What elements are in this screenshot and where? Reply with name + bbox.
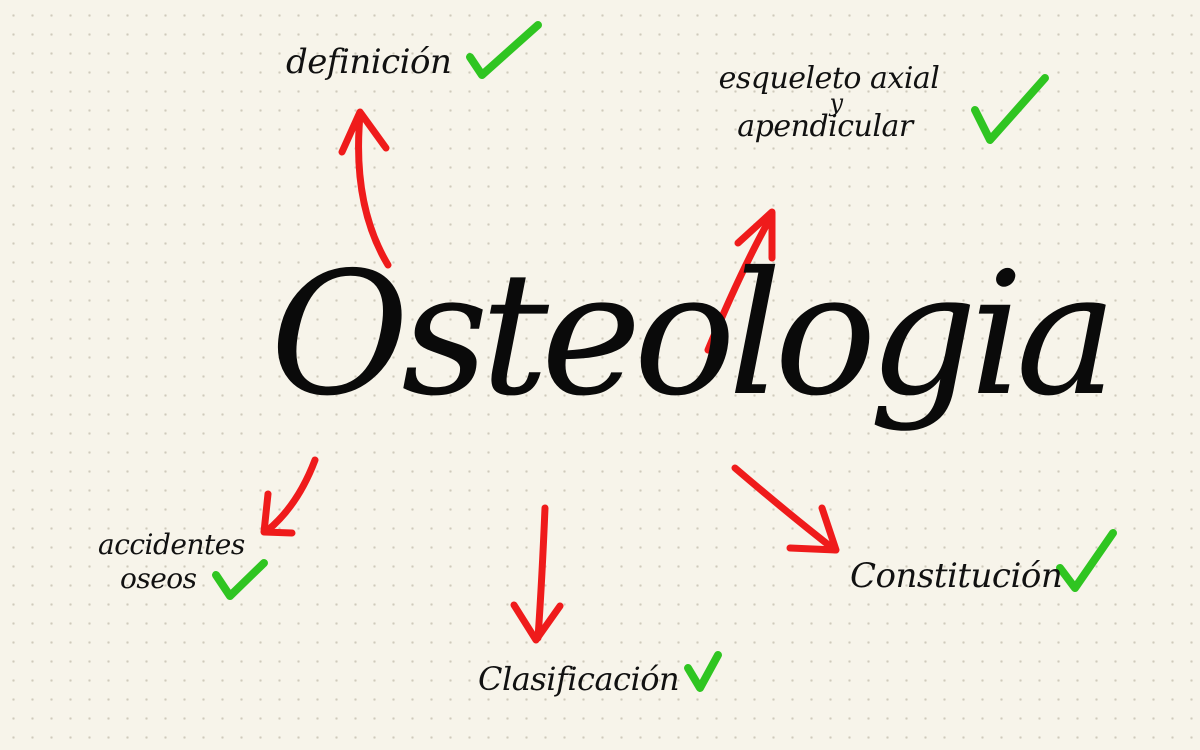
arrow-to-clasificacion (510, 504, 564, 644)
constitucion-check-icon (1056, 529, 1117, 592)
node-clasificacion: Clasificación (478, 660, 680, 698)
node-accidentes-line-1: accidentes (98, 528, 245, 561)
node-esqueleto: esqueleto axial y apendicular (718, 62, 940, 144)
node-esqueleto-line-2: y (829, 89, 843, 117)
node-esqueleto-line-3: apendicular (737, 109, 913, 144)
node-esqueleto-line-1: esqueleto axial (718, 61, 940, 96)
node-accidentes: accidentes oseos (98, 528, 245, 596)
arrow-to-constitucion (731, 464, 840, 554)
node-constitucion-label: Constitución (850, 556, 1063, 596)
arrow-to-definicion (338, 108, 392, 269)
node-definicion: definición (286, 42, 452, 82)
definicion-check-icon (466, 21, 542, 79)
page-title: Osteologia (270, 236, 1117, 434)
node-clasificacion-label: Clasificación (478, 660, 680, 698)
node-accidentes-line-2: oseos (120, 562, 197, 595)
accidentes-check-icon (212, 559, 268, 600)
arrow-to-accidentes (260, 456, 319, 537)
esqueleto-check-icon (971, 74, 1049, 144)
clasificacion-check-icon (684, 651, 722, 692)
node-definicion-label: definición (286, 42, 452, 82)
arrow-to-esqueleto (704, 208, 776, 354)
node-constitucion: Constitución (850, 556, 1063, 596)
